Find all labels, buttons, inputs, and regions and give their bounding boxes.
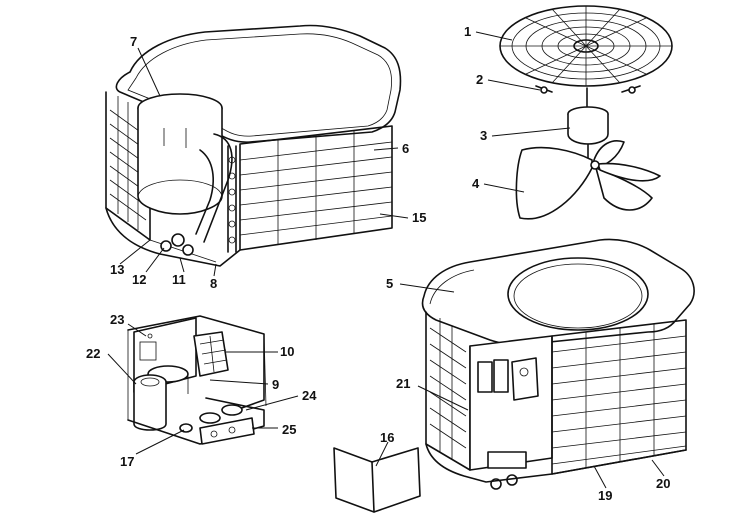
label-20: 20 — [656, 476, 670, 491]
label-7: 7 — [130, 34, 137, 49]
label-24: 24 — [302, 388, 317, 403]
label-3: 3 — [480, 128, 487, 143]
control-box-assembly — [127, 315, 267, 445]
label-22: 22 — [86, 346, 100, 361]
label-17: 17 — [120, 454, 134, 469]
fan-motor-bracket — [535, 85, 641, 109]
label-19: 19 — [598, 488, 612, 503]
assembled-condenser-unit — [421, 238, 695, 490]
callout-labels: 1 2 3 4 5 6 7 8 9 10 11 12 13 15 16 17 1… — [86, 24, 670, 503]
label-1: 1 — [464, 24, 471, 39]
access-panel — [333, 447, 421, 513]
leader-lines — [107, 31, 665, 489]
label-16: 16 — [380, 430, 394, 445]
label-6: 6 — [402, 141, 409, 156]
label-11: 11 — [172, 272, 186, 287]
compressor — [137, 93, 233, 256]
label-5: 5 — [386, 276, 393, 291]
label-25: 25 — [282, 422, 296, 437]
label-13: 13 — [110, 262, 124, 277]
label-4: 4 — [472, 176, 480, 191]
label-21: 21 — [396, 376, 410, 391]
fan-motor — [567, 106, 609, 159]
label-2: 2 — [476, 72, 483, 87]
label-9: 9 — [272, 377, 279, 392]
fan-guard-grille — [499, 5, 673, 87]
label-15: 15 — [412, 210, 426, 225]
service-compartment-parts — [477, 357, 539, 490]
fan-blade — [515, 140, 661, 220]
label-23: 23 — [110, 312, 124, 327]
label-8: 8 — [210, 276, 217, 291]
coil-cabinet-assembly — [105, 24, 402, 267]
label-10: 10 — [280, 344, 294, 359]
label-12: 12 — [132, 272, 146, 287]
